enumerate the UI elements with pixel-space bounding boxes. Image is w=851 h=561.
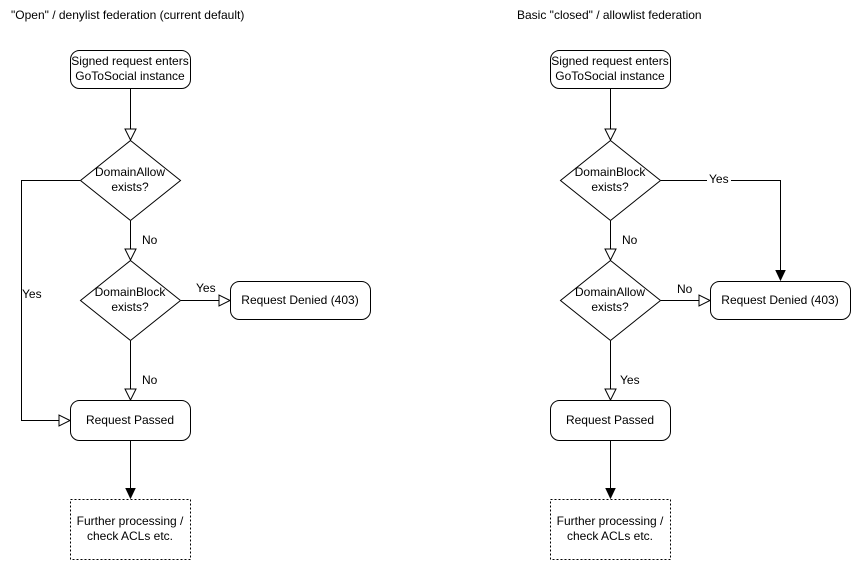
left-request-passed-node-shape — [70, 400, 191, 441]
left-chart-title: "Open" / denylist federation (current de… — [11, 8, 245, 22]
right-flowchart — [550, 50, 851, 560]
right-edge-block-yes-to-denied — [661, 180, 781, 271]
left-arrowhead-allow-to-block — [124, 248, 137, 262]
right-arrowhead-allow-to-passed — [604, 388, 617, 402]
right-further-processing-node-label: Further processing / check ACLs etc. — [556, 514, 664, 543]
left-start-node-shape — [70, 50, 191, 89]
left-edge-label-block-yes: Yes — [196, 281, 216, 295]
right-domainblock-decision-label: DomainBlock exists? — [574, 165, 646, 194]
left-domainallow-decision-label: DomainAllow exists? — [94, 165, 166, 194]
right-arrowhead-start-to-block — [604, 128, 617, 142]
right-chart-title: Basic "closed" / allowlist federation — [517, 8, 702, 22]
left-arrowhead-passed-to-further — [125, 488, 136, 500]
left-edge-label-block-no: No — [142, 373, 158, 387]
left-arrowhead-block-to-denied — [218, 294, 232, 307]
left-request-denied-node-shape — [230, 281, 371, 320]
right-arrowhead-allow-to-denied — [698, 294, 712, 307]
left-domainblock-decision-label: DomainBlock exists? — [94, 285, 166, 314]
right-start-node-label: Signed request enters GoToSocial instanc… — [551, 54, 669, 83]
right-further-processing-node-shape — [550, 499, 671, 560]
left-flowchart — [21, 50, 371, 560]
left-further-processing-node-shape — [70, 499, 191, 560]
right-domainallow-decision-label: DomainAllow exists? — [574, 285, 646, 314]
right-edge-label-block-no: No — [622, 233, 638, 247]
right-edge-label-allow-yes: Yes — [620, 373, 640, 387]
left-domainallow-decision-shape — [79, 139, 182, 222]
left-edge-label-allow-no: No — [142, 233, 158, 247]
left-further-processing-node-label: Further processing / check ACLs etc. — [76, 514, 184, 543]
left-edge-label-allow-yes: Yes — [22, 287, 42, 301]
left-start-node-label: Signed request enters GoToSocial instanc… — [71, 54, 189, 83]
right-request-passed-node-shape — [550, 400, 671, 441]
right-domainallow-decision-shape — [559, 259, 662, 342]
right-arrowhead-block-to-allow — [604, 248, 617, 262]
left-request-denied-node-label: Request Denied (403) — [241, 292, 359, 307]
left-domainblock-decision-shape — [79, 259, 182, 342]
right-arrowhead-passed-to-further — [605, 488, 616, 500]
left-arrowhead-start-to-allow — [124, 128, 137, 142]
right-start-node-shape — [550, 50, 671, 89]
right-domainblock-decision-shape — [559, 139, 662, 222]
right-edge-label-block-yes: Yes — [707, 172, 731, 186]
right-edge-label-allow-no: No — [677, 282, 693, 296]
left-arrowhead-allow-yes-loop — [58, 414, 72, 427]
right-arrowhead-block-yes-to-denied — [775, 270, 786, 282]
left-request-passed-node-label: Request Passed — [85, 412, 175, 427]
right-request-denied-node-label: Request Denied (403) — [721, 292, 839, 307]
right-request-passed-node-label: Request Passed — [565, 412, 655, 427]
left-arrowhead-block-to-passed — [124, 388, 137, 402]
left-edge-allow-yes-loop — [21, 180, 80, 421]
